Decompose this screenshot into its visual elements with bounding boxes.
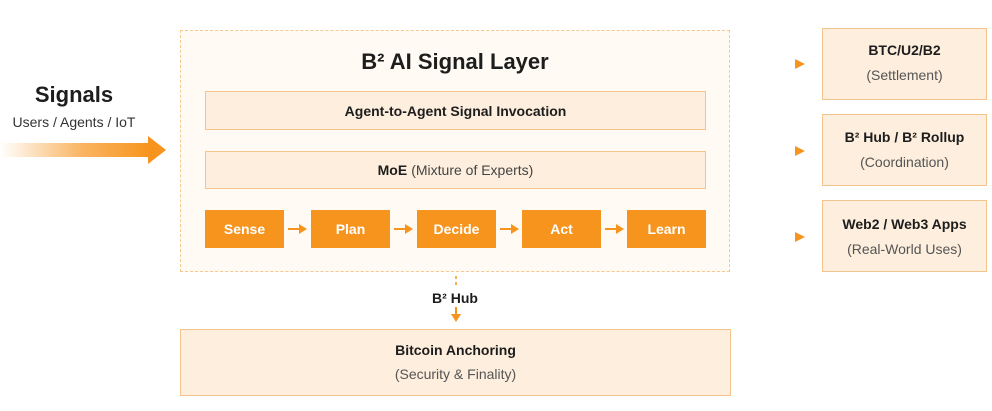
- hub-connector-line: [455, 276, 457, 288]
- output-arrow-icon: [745, 59, 805, 69]
- output-subtitle-apps: (Real-World Uses): [847, 241, 962, 257]
- output-title-apps: Web2 / Web3 Apps: [842, 216, 967, 232]
- step-plan: Plan: [311, 210, 390, 248]
- arrow-right-icon: [394, 224, 413, 234]
- step-learn: Learn: [627, 210, 706, 248]
- bitcoin-anchoring-title: Bitcoin Anchoring: [395, 342, 516, 358]
- a2a-invocation-bar: Agent-to-Agent Signal Invocation: [205, 91, 706, 130]
- bitcoin-anchoring-box: [180, 329, 731, 396]
- input-arrow-icon: [0, 136, 166, 164]
- output-subtitle-settlement: (Settlement): [866, 67, 943, 83]
- output-arrow-icon: [745, 232, 805, 242]
- arrow-right-icon: [605, 224, 624, 234]
- output-box-coordination: [822, 114, 987, 186]
- step-act: Act: [522, 210, 601, 248]
- hub-label: B² Hub: [432, 290, 478, 306]
- moe-label-rest: (Mixture of Experts): [411, 162, 534, 178]
- arrow-right-icon: [288, 224, 307, 234]
- output-arrow-icon: [745, 146, 805, 156]
- output-title-coordination: B² Hub / B² Rollup: [844, 129, 965, 145]
- moe-bar: MoE (Mixture of Experts): [205, 151, 706, 189]
- signal-layer-title: B² AI Signal Layer: [361, 49, 549, 74]
- signals-subtitle: Users / Agents / IoT: [12, 114, 136, 130]
- output-title-settlement: BTC/U2/B2: [868, 42, 941, 58]
- output-box-apps: [822, 200, 987, 272]
- output-subtitle-coordination: (Coordination): [860, 154, 949, 170]
- arrow-right-icon: [500, 224, 519, 234]
- step-sense: Sense: [205, 210, 284, 248]
- step-decide: Decide: [417, 210, 496, 248]
- moe-label-bold: MoE: [377, 162, 408, 178]
- bitcoin-anchoring-subtitle: (Security & Finality): [394, 366, 517, 382]
- a2a-invocation-label: Agent-to-Agent Signal Invocation: [344, 102, 567, 119]
- signals-title: Signals: [34, 82, 114, 107]
- output-box-settlement: [822, 28, 987, 100]
- arrow-down-icon: [451, 307, 461, 322]
